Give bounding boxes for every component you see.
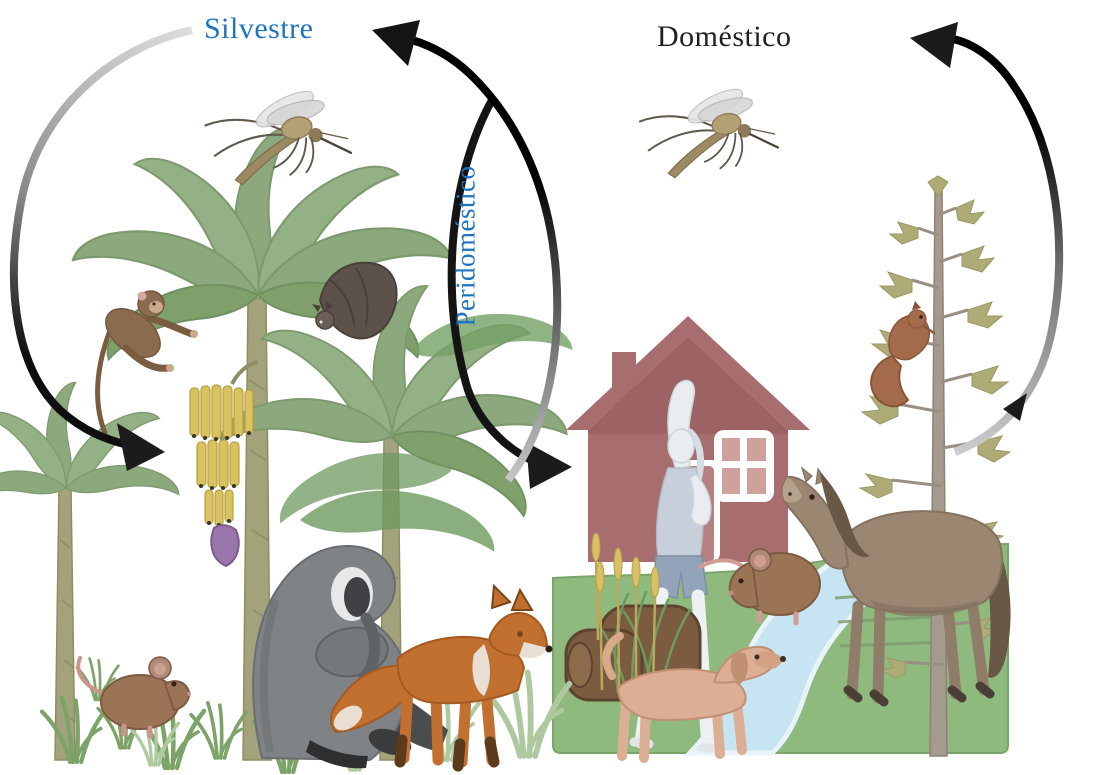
domestic-cycle-arrow bbox=[910, 22, 1064, 456]
banana-bunch bbox=[189, 360, 259, 568]
squirrel bbox=[870, 301, 936, 408]
peridomestic-zone-label: Peridoméstico bbox=[450, 165, 481, 327]
monkey bbox=[95, 290, 198, 436]
peridomestic-arrow-to-sylvatic bbox=[372, 20, 562, 483]
fox bbox=[330, 583, 553, 772]
bat bbox=[312, 261, 398, 340]
domestic-mosquito bbox=[637, 81, 780, 179]
mouse bbox=[76, 656, 191, 739]
peridomestic-arrow-to-domestic bbox=[447, 98, 572, 489]
dog bbox=[602, 632, 786, 763]
banana-flower bbox=[210, 524, 240, 568]
sylvatic-mosquito bbox=[203, 83, 353, 186]
horse bbox=[781, 466, 1011, 707]
domestic-zone-label: Doméstico bbox=[657, 20, 792, 53]
sylvatic-zone-label: Silvestre bbox=[204, 12, 314, 45]
house-window bbox=[714, 430, 774, 502]
sylvatic-cycle-arrow bbox=[10, 26, 193, 471]
rat bbox=[698, 548, 821, 626]
horse-mane bbox=[820, 472, 870, 558]
ponytail bbox=[686, 428, 705, 484]
